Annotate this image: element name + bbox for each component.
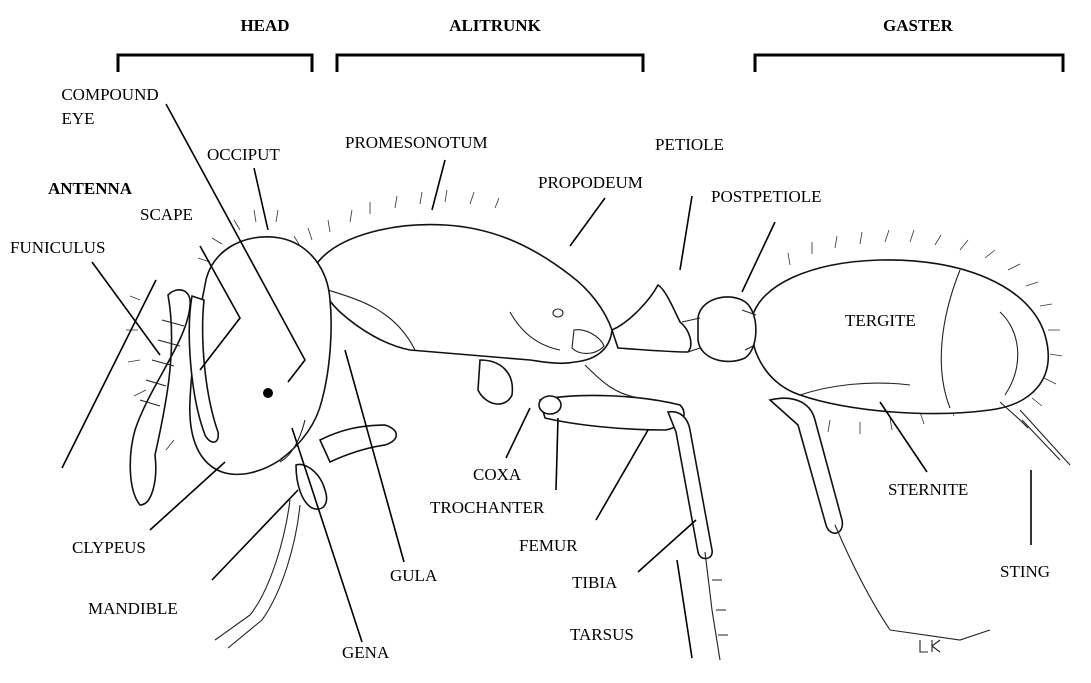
label-trochanter: TROCHANTER (430, 498, 545, 517)
alitrunk-section-label: ALITRUNK (449, 16, 541, 35)
label-compound-eye-line1: COMPOUND (61, 85, 158, 104)
label-coxa: COXA (473, 465, 522, 484)
front-leg (320, 425, 396, 462)
label-clypeus: CLYPEUS (72, 538, 146, 557)
artist-signature-mark (920, 640, 940, 652)
label-promesonotum: PROMESONOTUM (345, 133, 488, 152)
label-petiole: PETIOLE (655, 135, 724, 154)
label-antenna: ANTENNA (48, 179, 133, 198)
label-compound-eye-line2: EYE (61, 109, 94, 128)
gaster-section-label: GASTER (883, 16, 954, 35)
middle-leg-femur (540, 395, 684, 430)
trochanter-shape (539, 396, 561, 414)
hind-leg (770, 398, 842, 533)
compound-eye-shape (263, 388, 273, 398)
label-funiculus: FUNICULUS (10, 238, 105, 257)
gaster-bracket (755, 55, 1063, 72)
gaster-shape (752, 260, 1049, 414)
label-sting: STING (1000, 562, 1050, 581)
label-gula: GULA (390, 566, 438, 585)
label-tibia: TIBIA (572, 573, 618, 592)
head-section-label: HEAD (240, 16, 289, 35)
label-occiput: OCCIPUT (207, 145, 280, 164)
label-propodeum: PROPODEUM (538, 173, 643, 192)
label-tergite: TERGITE (845, 311, 916, 330)
label-scape: SCAPE (140, 205, 193, 224)
alitrunk-bracket (337, 55, 643, 72)
label-femur: FEMUR (519, 536, 578, 555)
head-bracket (118, 55, 312, 72)
sting-shape (1020, 410, 1070, 465)
petiole-shape (612, 285, 691, 352)
label-mandible: MANDIBLE (88, 599, 178, 618)
label-gena: GENA (342, 643, 390, 662)
label-postpetiole: POSTPETIOLE (711, 187, 822, 206)
middle-leg-coxa (478, 360, 512, 404)
label-tarsus: TARSUS (570, 625, 634, 644)
alitrunk-shape (317, 225, 612, 364)
middle-leg-tibia (668, 412, 712, 559)
postpetiole-shape (698, 297, 756, 362)
antenna-funiculus-shape (130, 290, 190, 505)
label-sternite: STERNITE (888, 480, 968, 499)
